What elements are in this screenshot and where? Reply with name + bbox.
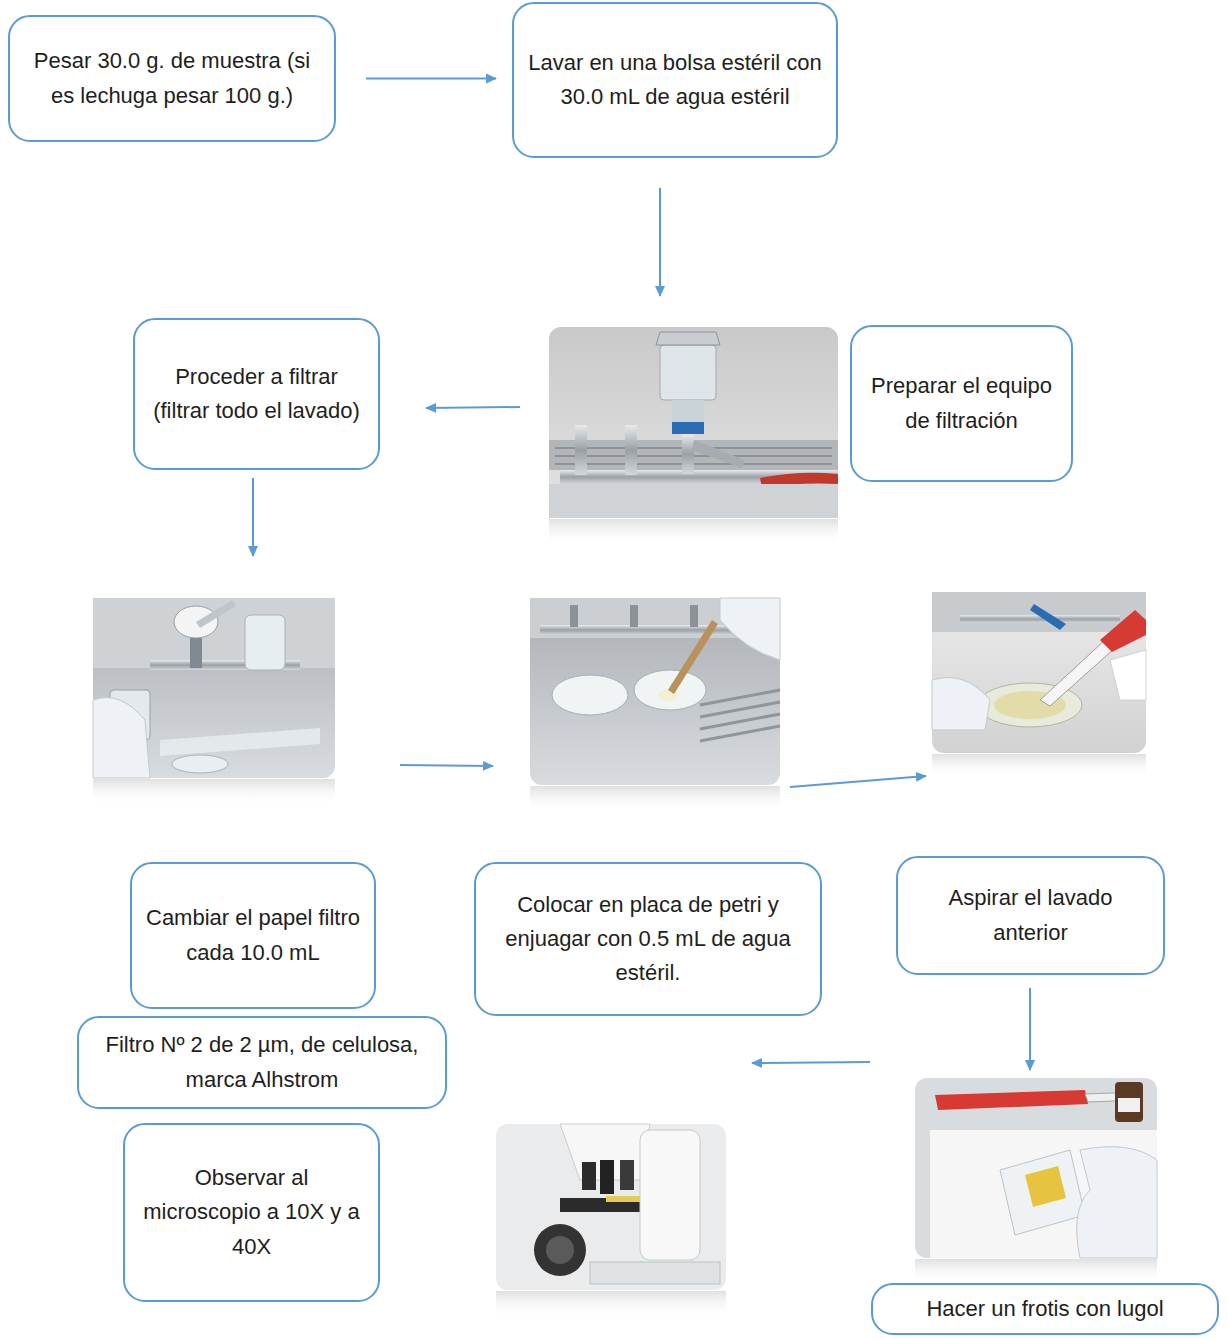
paper-towel xyxy=(930,1130,1157,1258)
photo-filtration-equipment xyxy=(549,327,838,545)
valve xyxy=(630,605,638,627)
step-text: Hacer un frotis con lugol xyxy=(926,1292,1163,1326)
flow-arrow xyxy=(1029,988,1031,1070)
objective xyxy=(582,1162,596,1190)
glass-funnel xyxy=(660,345,716,400)
pipette-pump xyxy=(1100,610,1146,652)
valve xyxy=(690,605,698,627)
gloved-hand xyxy=(93,698,150,779)
cabinet-wall xyxy=(93,598,335,668)
photo-aspirating xyxy=(932,592,1146,778)
blue-handle xyxy=(1030,604,1066,630)
foil-cover xyxy=(656,332,720,345)
objective xyxy=(600,1160,614,1194)
valve-handle xyxy=(692,440,745,468)
step-box: Observar al microscopio a 10X y a 40X xyxy=(123,1123,380,1302)
forceps xyxy=(196,600,236,628)
petri-dish xyxy=(172,755,228,773)
microscope-body xyxy=(640,1130,700,1260)
photo-reflection xyxy=(93,779,335,805)
photo-microscope xyxy=(496,1124,726,1317)
flask xyxy=(245,615,285,670)
filter-base xyxy=(672,400,704,422)
valve-stem xyxy=(682,434,694,474)
photo-petri-dish xyxy=(530,598,780,812)
step-box: Pesar 30.0 g. de muestra (si es lechuga … xyxy=(8,15,336,142)
flow-arrow xyxy=(366,78,496,80)
step-box: Proceder a filtrar (filtrar todo el lava… xyxy=(133,318,380,470)
petri-dish xyxy=(552,675,628,715)
step-box: Colocar en placa de petri y enjuagar con… xyxy=(474,862,822,1016)
wall xyxy=(932,592,1146,632)
step-box: Hacer un frotis con lugol xyxy=(871,1283,1219,1335)
step-text: Lavar en una bolsa estéril con 30.0 mL d… xyxy=(528,46,822,114)
flow-arrow xyxy=(659,188,661,296)
photo-background xyxy=(530,598,780,785)
step-text: Aspirar el lavado anterior xyxy=(912,881,1149,949)
photo-smear xyxy=(915,1078,1157,1283)
gloved-hand xyxy=(1077,1147,1157,1258)
photo-background xyxy=(496,1124,726,1290)
step-text: Pesar 30.0 g. de muestra (si es lechuga … xyxy=(24,44,320,112)
pipette xyxy=(668,620,718,694)
step-text: Filtro Nº 2 de 2 µm, de celulosa, marca … xyxy=(93,1028,431,1096)
flow-arrow xyxy=(252,478,254,556)
step-text: Preparar el equipo de filtración xyxy=(866,369,1057,437)
photo-background xyxy=(915,1078,1157,1258)
photo-reflection xyxy=(932,754,1146,778)
flow-arrow xyxy=(400,765,493,766)
gloved-hand xyxy=(720,598,780,660)
bench xyxy=(549,484,838,518)
photo-background xyxy=(93,598,335,778)
step-box: Cambiar el papel filtro cada 10.0 mL xyxy=(130,862,376,1009)
step-box: Filtro Nº 2 de 2 µm, de celulosa, marca … xyxy=(77,1016,447,1109)
microscope-base xyxy=(590,1262,720,1284)
step-box: Lavar en una bolsa estéril con 30.0 mL d… xyxy=(512,2,838,158)
step-text: Cambiar el papel filtro cada 10.0 mL xyxy=(146,901,360,969)
step-text: Observar al microscopio a 10X y a 40X xyxy=(139,1161,364,1263)
blue-clamp xyxy=(672,422,704,434)
step-text: Proceder a filtrar (filtrar todo el lava… xyxy=(149,360,364,428)
lugol-bottle xyxy=(1115,1082,1143,1122)
flow-arrow xyxy=(790,776,926,787)
photo-reflection xyxy=(915,1259,1157,1283)
step-text: Colocar en placa de petri y enjuagar con… xyxy=(490,888,806,990)
glass-plate xyxy=(160,728,320,756)
photo-reflection xyxy=(549,519,838,545)
focus-knob-inner xyxy=(546,1236,574,1264)
step-box: Aspirar el lavado anterior xyxy=(896,856,1165,975)
photo-background xyxy=(932,592,1146,753)
focus-knob xyxy=(534,1224,586,1276)
flow-arrow xyxy=(426,407,520,408)
pipette-pump xyxy=(935,1090,1088,1110)
glass-slide xyxy=(1000,1150,1085,1235)
photo-reflection xyxy=(496,1291,726,1317)
valve xyxy=(625,425,637,475)
objective xyxy=(620,1160,634,1190)
gloved-hand xyxy=(932,678,990,731)
photo-reflection xyxy=(530,786,780,812)
valve xyxy=(575,425,587,475)
photo-filtering xyxy=(93,598,335,805)
lab-coat xyxy=(1110,650,1146,700)
lugol-stain xyxy=(1025,1166,1066,1207)
bottle-label xyxy=(1118,1098,1140,1112)
flow-arrow xyxy=(752,1062,870,1063)
vent-slots xyxy=(700,690,780,741)
step-box: Preparar el equipo de filtración xyxy=(850,325,1073,482)
photo-background xyxy=(549,327,838,518)
pipette xyxy=(1040,640,1115,706)
valve xyxy=(570,605,578,627)
